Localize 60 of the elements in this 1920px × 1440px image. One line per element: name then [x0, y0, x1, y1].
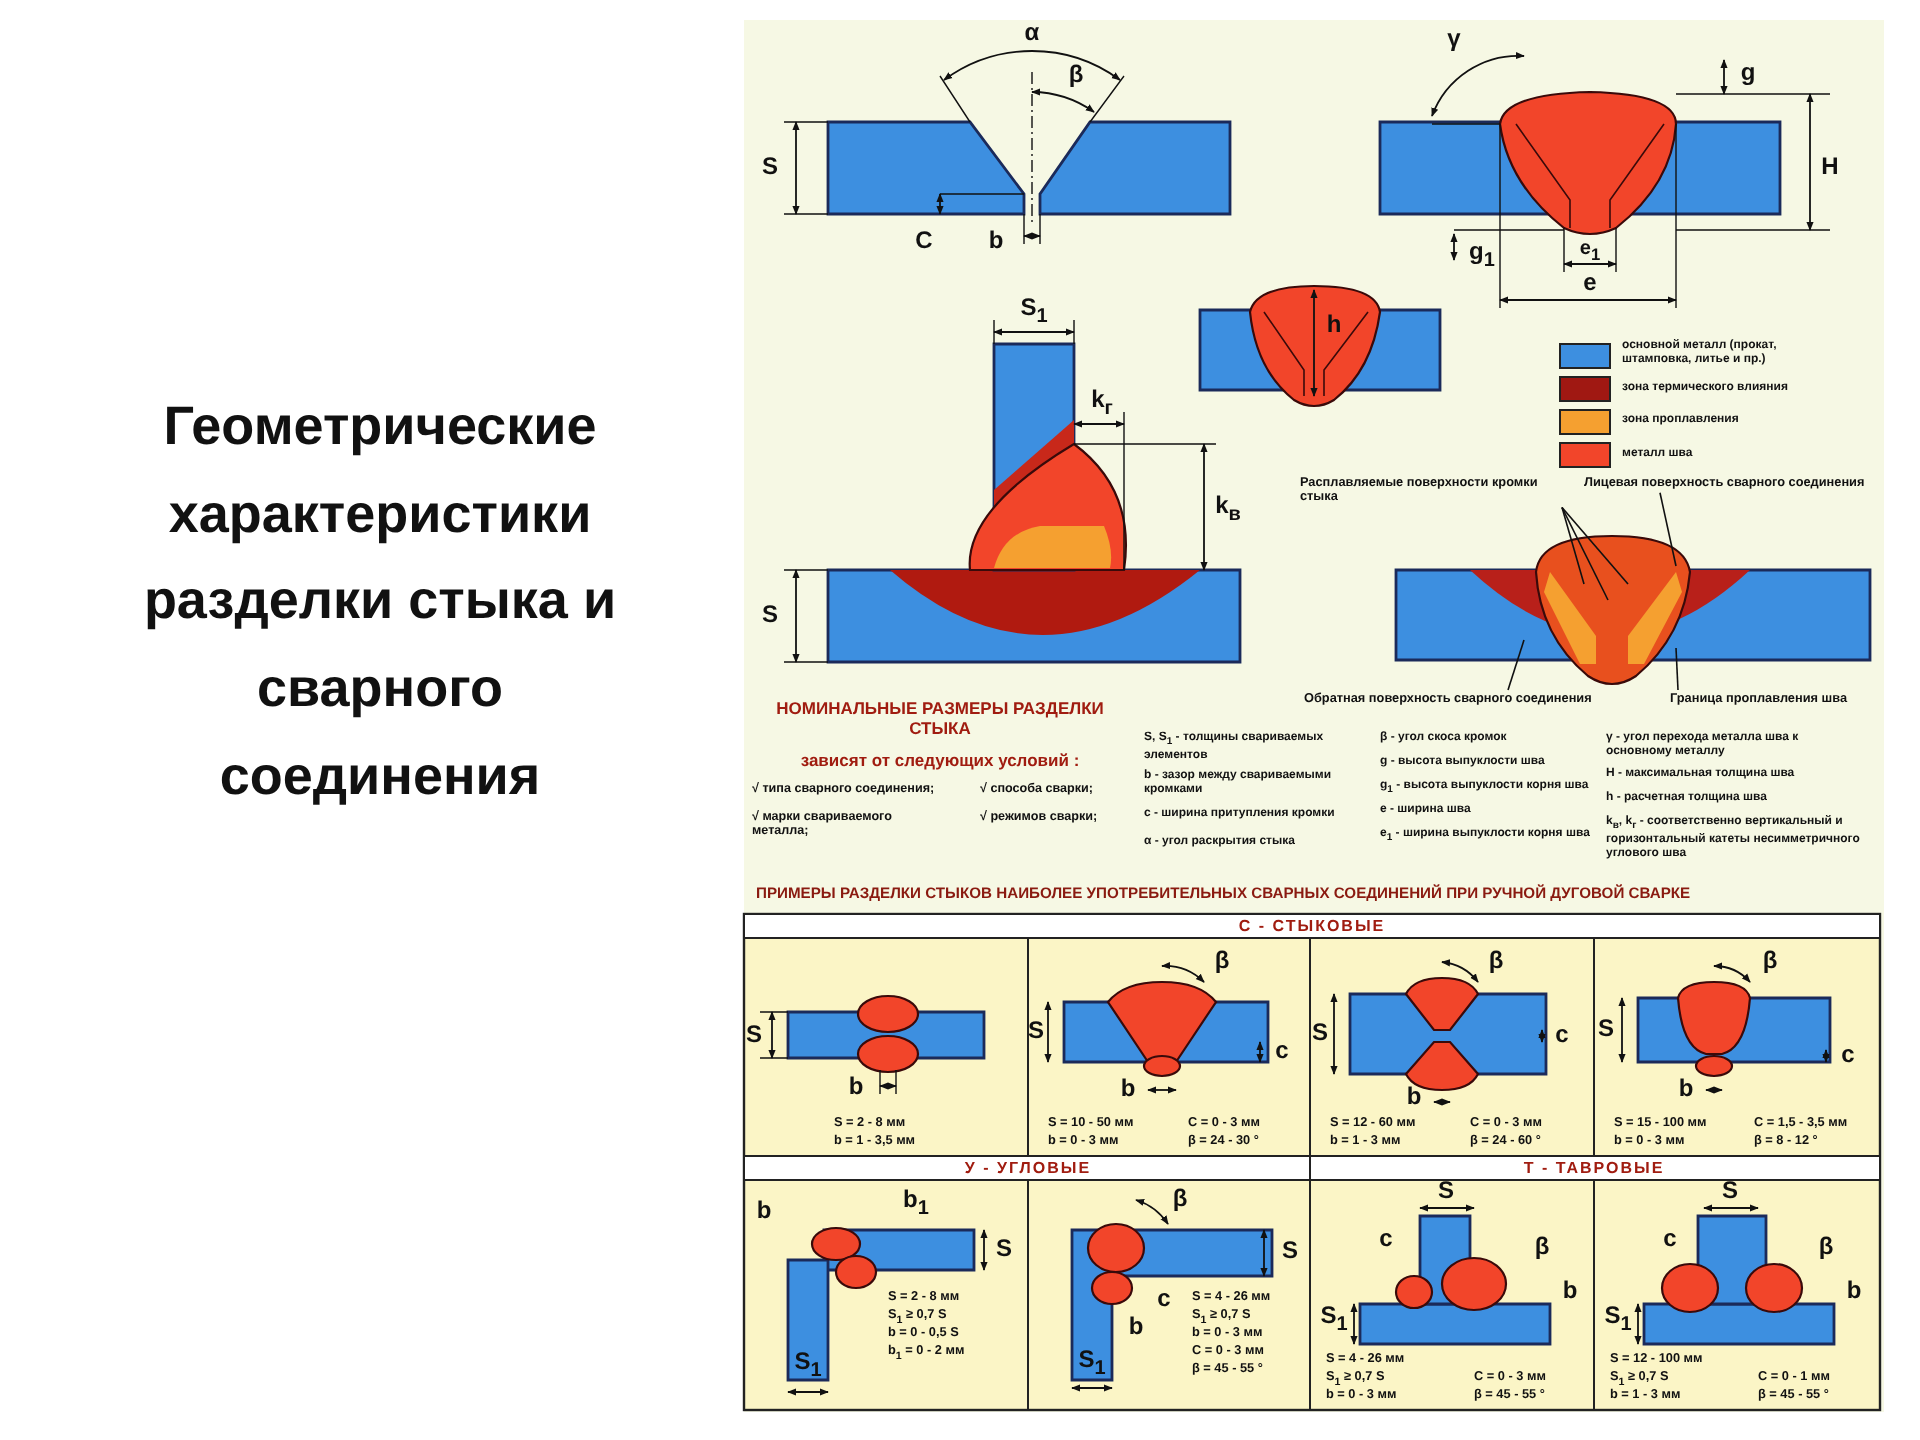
- dimension-label: β: [1214, 948, 1230, 976]
- leader-line: [1561, 506, 1629, 585]
- dimension-label: b: [1120, 1076, 1136, 1104]
- dimension-label: β: [1818, 1234, 1834, 1262]
- dimension-label: h: [1326, 312, 1342, 340]
- dimension-label: C: [915, 228, 933, 256]
- dimension-label: S: [746, 1022, 762, 1050]
- dimension-label: b: [1406, 1084, 1422, 1112]
- dimension-label: c: [1841, 1042, 1855, 1070]
- dimension-label: c: [1663, 1226, 1677, 1254]
- dimension-label: g$_{1}$: [1469, 239, 1495, 273]
- dimension-label: α: [1024, 20, 1040, 48]
- dimension-label: b: [1562, 1278, 1578, 1306]
- dimension-label: c: [1275, 1038, 1289, 1066]
- leader-line: [1659, 491, 1677, 567]
- section-header: С - СТЫКОВЫЕ: [1238, 916, 1386, 936]
- dimension-label: S: [1028, 1018, 1044, 1046]
- dimension-label: e: [1583, 270, 1597, 298]
- dimension-label: c: [1555, 1022, 1569, 1050]
- dimension-label: S: [1598, 1016, 1614, 1044]
- dimension-label: β: [1488, 948, 1504, 976]
- dimension-label: S$_{1}$: [794, 1349, 822, 1383]
- dimension-label: g: [1740, 60, 1756, 88]
- dimension-label: S: [1438, 1178, 1454, 1206]
- leader-line: [1561, 506, 1585, 585]
- section-header: У - УГЛОВЫЕ: [964, 1158, 1092, 1178]
- title: Геометрические характеристики разделки стыка и сварного соединения: [141, 394, 619, 810]
- dimension-label: γ: [1447, 26, 1461, 54]
- dimension-label: S: [762, 154, 778, 182]
- dimension-label: b: [1846, 1278, 1862, 1306]
- dimension-label: b$_{1}$: [903, 1187, 929, 1221]
- dimension-label: S$_{1}$: [1320, 1303, 1348, 1337]
- dimension-label: c: [1379, 1226, 1393, 1254]
- leader-line: [1507, 639, 1525, 691]
- dimension-label: S: [762, 602, 778, 630]
- dimension-label: b: [1678, 1076, 1694, 1104]
- dimension-label: b: [756, 1198, 772, 1226]
- dimension-label: c: [1157, 1286, 1171, 1314]
- dimension-label: S$_{1}$: [1078, 1347, 1106, 1381]
- heading: НОМИНАЛЬНЫЕ РАЗМЕРЫ РАЗДЕЛКИ СТЫКА: [774, 700, 1106, 740]
- dimension-label: β: [1068, 62, 1084, 90]
- dimension-label: S: [1282, 1238, 1298, 1266]
- dimension-label: S: [1312, 1020, 1328, 1048]
- dimension-label: H: [1821, 154, 1839, 182]
- dimension-label: S$_{1}$: [1020, 295, 1048, 329]
- section-header: Т - ТАВРОВЫЕ: [1523, 1158, 1665, 1178]
- dimension-label: k$_{г}$: [1091, 387, 1113, 421]
- leader-line: [1675, 647, 1679, 691]
- dimension-label: S: [996, 1236, 1012, 1264]
- dimension-label: β: [1534, 1234, 1550, 1262]
- dimension-label: k$_{в}$: [1215, 493, 1241, 527]
- dimension-label: β: [1762, 948, 1778, 976]
- dimension-label: S$_{1}$: [1604, 1303, 1632, 1337]
- dimension-label: β: [1172, 1186, 1188, 1214]
- dimension-label: e$_{1}$: [1579, 238, 1601, 266]
- leader-line: [1561, 506, 1609, 601]
- dimension-label: b: [1128, 1314, 1144, 1342]
- dimension-label: b: [988, 228, 1004, 256]
- dimension-label: S: [1722, 1178, 1738, 1206]
- dimension-label: b: [848, 1074, 864, 1102]
